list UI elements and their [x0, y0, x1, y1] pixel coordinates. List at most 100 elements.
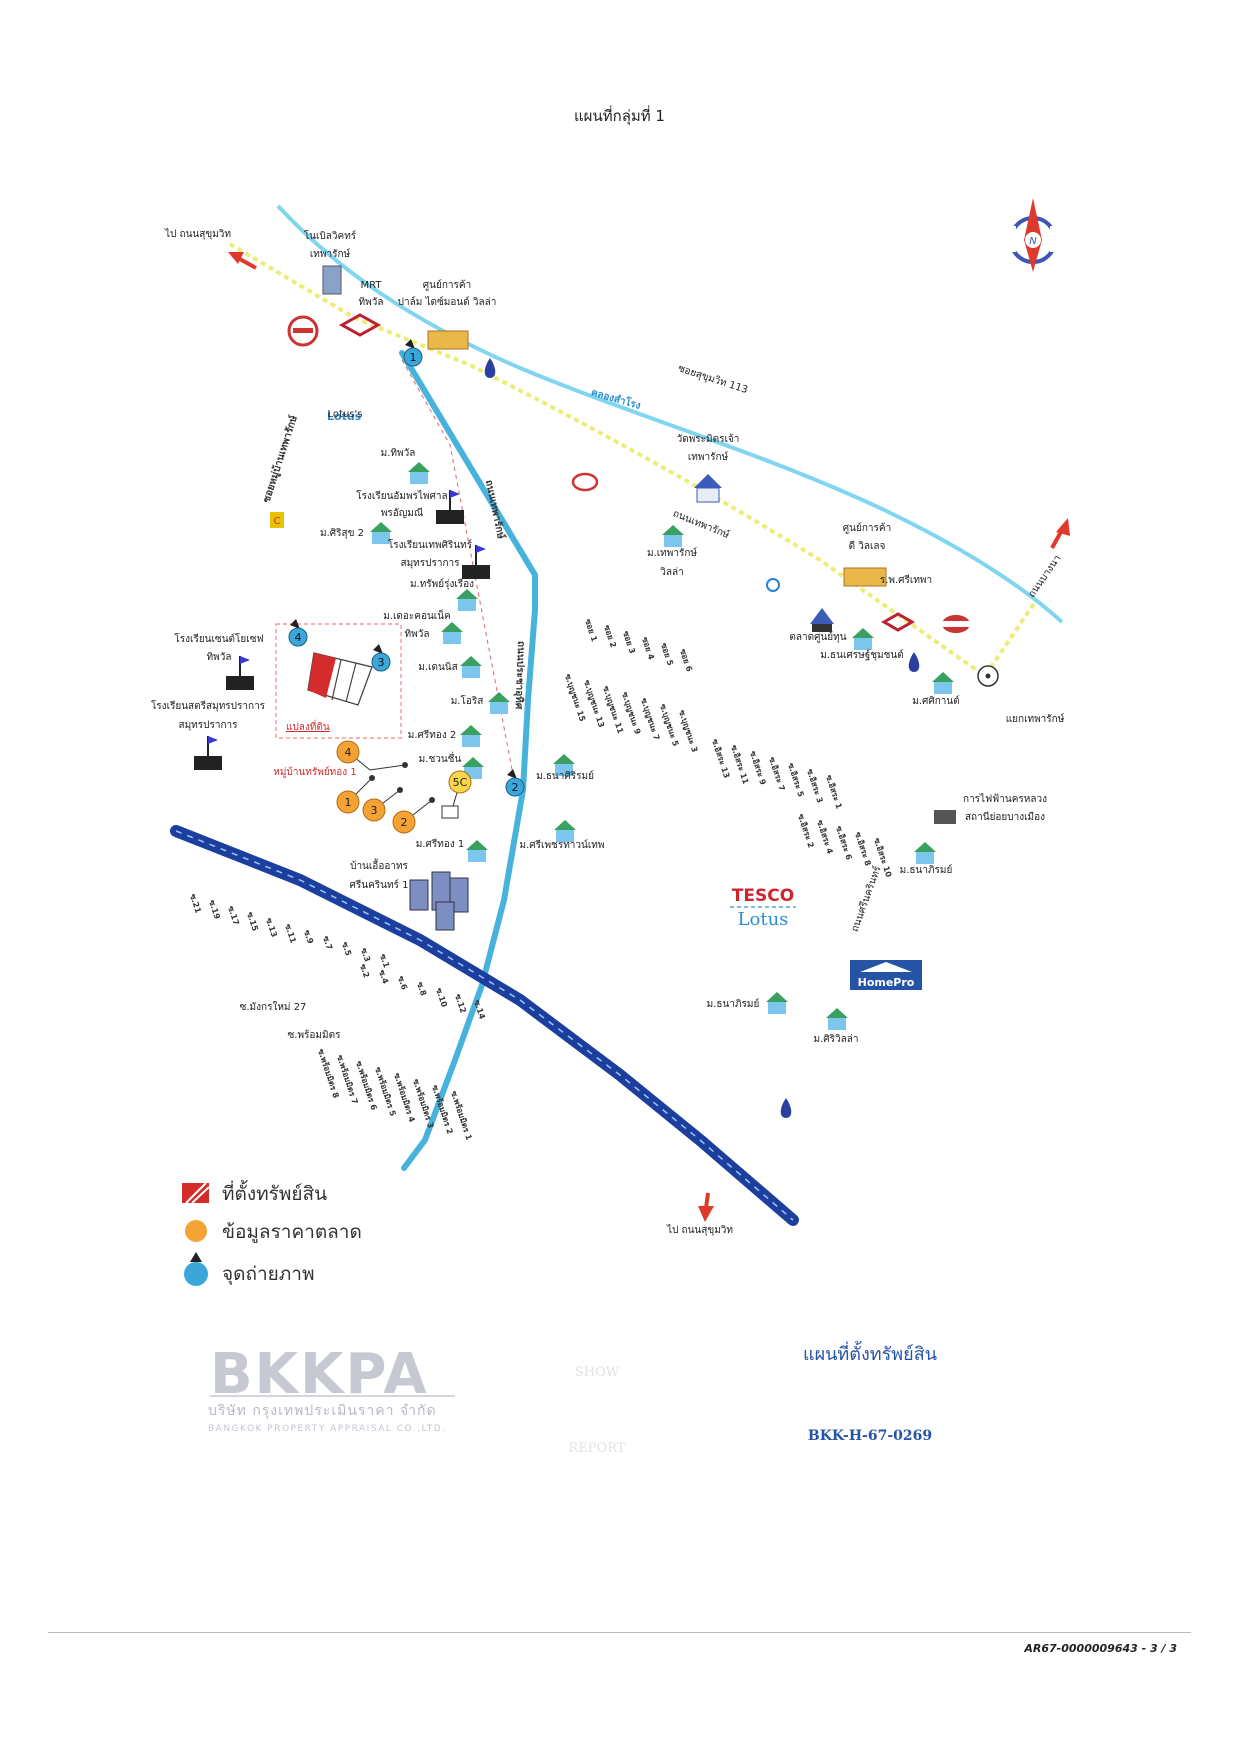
company-name-th: บริษัท กรุงเทพประเมินราคา จำกัด	[208, 1403, 437, 1419]
soi-label: ซ.10	[434, 987, 449, 1009]
map-place-label: ม.ธนเศรษฐ์ชุมชนต์	[820, 649, 903, 661]
village-icon	[766, 992, 788, 1014]
soi-label: ซ.อิสระ 9	[748, 750, 768, 787]
svg-text:Lotus: Lotus	[738, 909, 789, 930]
compass-letter: N	[1029, 236, 1037, 247]
map-place-label: ซอยหมู่บ้านเทพารักษ์	[260, 414, 301, 505]
market-point-label: 4	[345, 746, 352, 759]
market-point-marker: 5C	[448, 770, 472, 794]
page-code: AR67-0000009643 - 3 / 3	[1024, 1642, 1177, 1655]
soi-label: ซ.อิสระ 2	[796, 813, 815, 849]
photo-point-label: 1	[410, 351, 417, 364]
location-map: N แปลงที่ดิน	[151, 198, 1070, 1456]
cafe-logo-icon: C	[270, 512, 284, 528]
homepro-logo: HomePro	[850, 960, 922, 990]
map-place-label: พรอัญมณี	[381, 507, 423, 519]
subject-property: แปลงที่ดิน	[275, 623, 402, 739]
map-place-label: ทิพวัล	[405, 629, 430, 640]
soi-label-group: ซ.พร้อมมิตร 8ซ.พร้อมมิตร 7ซ.พร้อมมิตร 6ซ…	[316, 1048, 474, 1142]
village-icon	[488, 692, 510, 714]
soi-label: ซ.อิสระ 5	[786, 762, 806, 799]
shopping-center-icon	[427, 330, 469, 350]
market-point-marker: 3	[362, 798, 386, 822]
intersection-icon	[977, 665, 999, 687]
bank-logo-icon	[766, 578, 780, 592]
map-place-label: ทิพวัล	[359, 297, 384, 308]
soi-label: ซ.12	[453, 993, 468, 1014]
legend-photo-swatch	[184, 1262, 208, 1286]
canal	[276, 204, 1064, 624]
village-icon	[662, 525, 684, 547]
soi-label: ซ.13	[264, 917, 279, 938]
footer-divider	[48, 1632, 1191, 1633]
map-place-label: วัดพระมิตรเจ้า	[677, 433, 740, 445]
soi-label: ซ.21	[188, 893, 203, 915]
photo-point-marker: 4	[288, 619, 308, 647]
soi-label: ซ.อิสระ 11	[729, 744, 750, 786]
toyota-logo-icon	[571, 472, 599, 492]
map-place-label: ร.พ.ศรีเทพา	[880, 574, 932, 586]
apartment-icon	[409, 871, 469, 931]
page-title: แผนที่กลุ่มที่ 1	[574, 107, 665, 125]
soi-label: ซ.5	[340, 941, 353, 958]
company-block: BKKPA บริษัท กรุงเทพประเมินราคา จำกัด BA…	[208, 1341, 937, 1456]
photo-point-marker: 2	[505, 769, 525, 797]
tesco-lotus-logo: TESCO Lotus	[730, 886, 796, 930]
map-place-label: โนเบิลวิคทร์	[304, 229, 357, 242]
photo-point-label: 3	[378, 656, 385, 669]
village-icon	[932, 672, 954, 694]
map-place-label: ดี วิลเลจ	[849, 540, 886, 552]
map-place-label: ซ.มังกรใหม่ 27	[240, 1001, 307, 1013]
svg-text:C: C	[274, 516, 281, 527]
arrow-northwest-icon	[228, 252, 257, 270]
map-place-label: ม.ชวนชื่น	[419, 751, 462, 765]
legend-subject-label: ที่ตั้งทรัพย์สิน	[222, 1180, 327, 1205]
plot-label: แปลงที่ดิน	[286, 719, 330, 733]
map-place-label: วิลล่า	[660, 567, 684, 578]
soi-label: ซ.17	[226, 905, 241, 926]
svg-text:TESCO: TESCO	[732, 886, 794, 906]
soi-label: ซ.7	[321, 935, 334, 951]
svg-text:HomePro: HomePro	[858, 976, 915, 989]
soi-label: ซ.11	[283, 923, 298, 945]
school-flag-icon	[194, 736, 222, 770]
arrow-northeast-icon	[1050, 518, 1070, 549]
soi-label: ซ.บุญชนะ 7	[638, 697, 661, 742]
thepharak-road	[228, 242, 1037, 679]
map-place-label: ถนนประชาอุทิศ	[513, 641, 527, 710]
map-place-label: ม.ทิพวัล	[381, 448, 416, 459]
map-place-label: ม.ธนาภิรมย์	[900, 864, 953, 876]
expressway	[170, 825, 799, 1226]
village-icon	[553, 754, 575, 776]
mrt-logo-icon	[338, 313, 382, 337]
photo-point-label: 4	[295, 631, 302, 644]
market-point-label: 3	[371, 804, 378, 817]
map-place-label: ศูนย์การค้า	[843, 522, 891, 534]
soi-label: ซอย 5	[659, 642, 675, 667]
map-place-label: บ้านเอื้ออาทร	[350, 858, 408, 872]
map-place-label: ตลาดศูนย์ทุน	[789, 631, 846, 643]
map-place-label: ม.เดนนิส	[418, 662, 457, 673]
map-place-label: ม.ธนาศิริรมย์	[536, 770, 594, 782]
map-place-label: ม.ศิริสุข 2	[320, 528, 364, 539]
village-icon	[466, 840, 488, 862]
store-icon	[441, 805, 459, 819]
map-place-label: ม.ศิริวิลล่า	[814, 1034, 859, 1045]
watermark-bottom: REPORT	[569, 1441, 626, 1456]
map-place-label: แยกเทพารักษ์	[1006, 713, 1065, 725]
soi-label: ซ.8	[415, 981, 428, 998]
map-place-label: เทพารักษ์	[310, 248, 351, 260]
arrow-south-icon	[698, 1192, 714, 1222]
market-point-marker: 2	[392, 810, 416, 834]
map-place-label: ปาล์ม ไดซ์มอนด์ วิลล่า	[398, 296, 497, 308]
map-place-label: คลองสำโรง	[590, 385, 643, 412]
legend: ที่ตั้งทรัพย์สิน ข้อมูลราคาตลาด จุดถ่ายภ…	[182, 1180, 362, 1286]
soi-label: ซ.อิสระ 8	[853, 831, 873, 868]
report-number: BKK-H-67-0269	[808, 1428, 932, 1444]
soi-label: ซอย 4	[640, 636, 656, 661]
map-place-label: ม.ศรีทอง 1	[416, 838, 465, 850]
company-logo: BKKPA	[210, 1342, 429, 1407]
map-place-label: ไป ถนนสุขุมวิท	[666, 1224, 733, 1236]
map-place-label: สมุทรปราการ	[400, 558, 460, 569]
